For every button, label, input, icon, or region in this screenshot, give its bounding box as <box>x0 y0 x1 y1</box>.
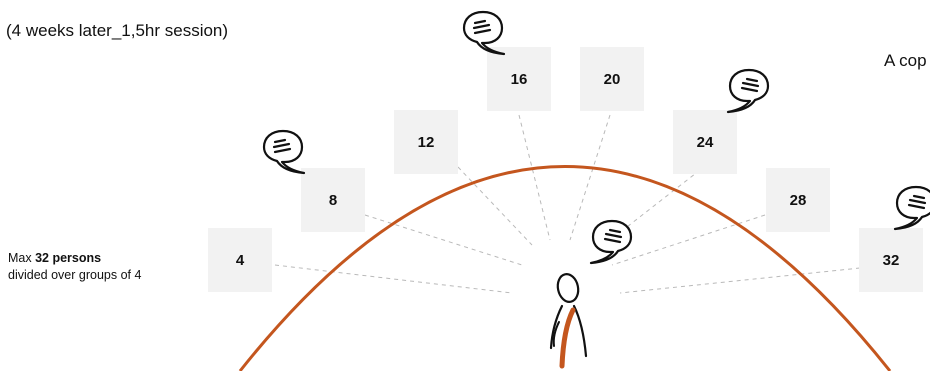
connector-32 <box>620 268 860 293</box>
connector-8 <box>365 215 522 265</box>
connector-16 <box>519 115 550 240</box>
connector-12 <box>458 167 532 245</box>
group-box-28: 28 <box>766 168 830 232</box>
speech-bubble-icon <box>720 66 774 116</box>
group-box-12: 12 <box>394 110 458 174</box>
group-box-24: 24 <box>673 110 737 174</box>
speech-bubble-icon <box>258 127 312 177</box>
speech-bubble-icon <box>458 8 512 58</box>
group-box-8: 8 <box>301 168 365 232</box>
speech-bubble-icon <box>583 217 637 267</box>
group-box-20: 20 <box>580 47 644 111</box>
speech-bubble-icon <box>887 183 930 233</box>
facilitator-figure-icon <box>538 266 598 371</box>
group-box-4: 4 <box>208 228 272 292</box>
group-box-32: 32 <box>859 228 923 292</box>
connector-4 <box>275 265 512 293</box>
